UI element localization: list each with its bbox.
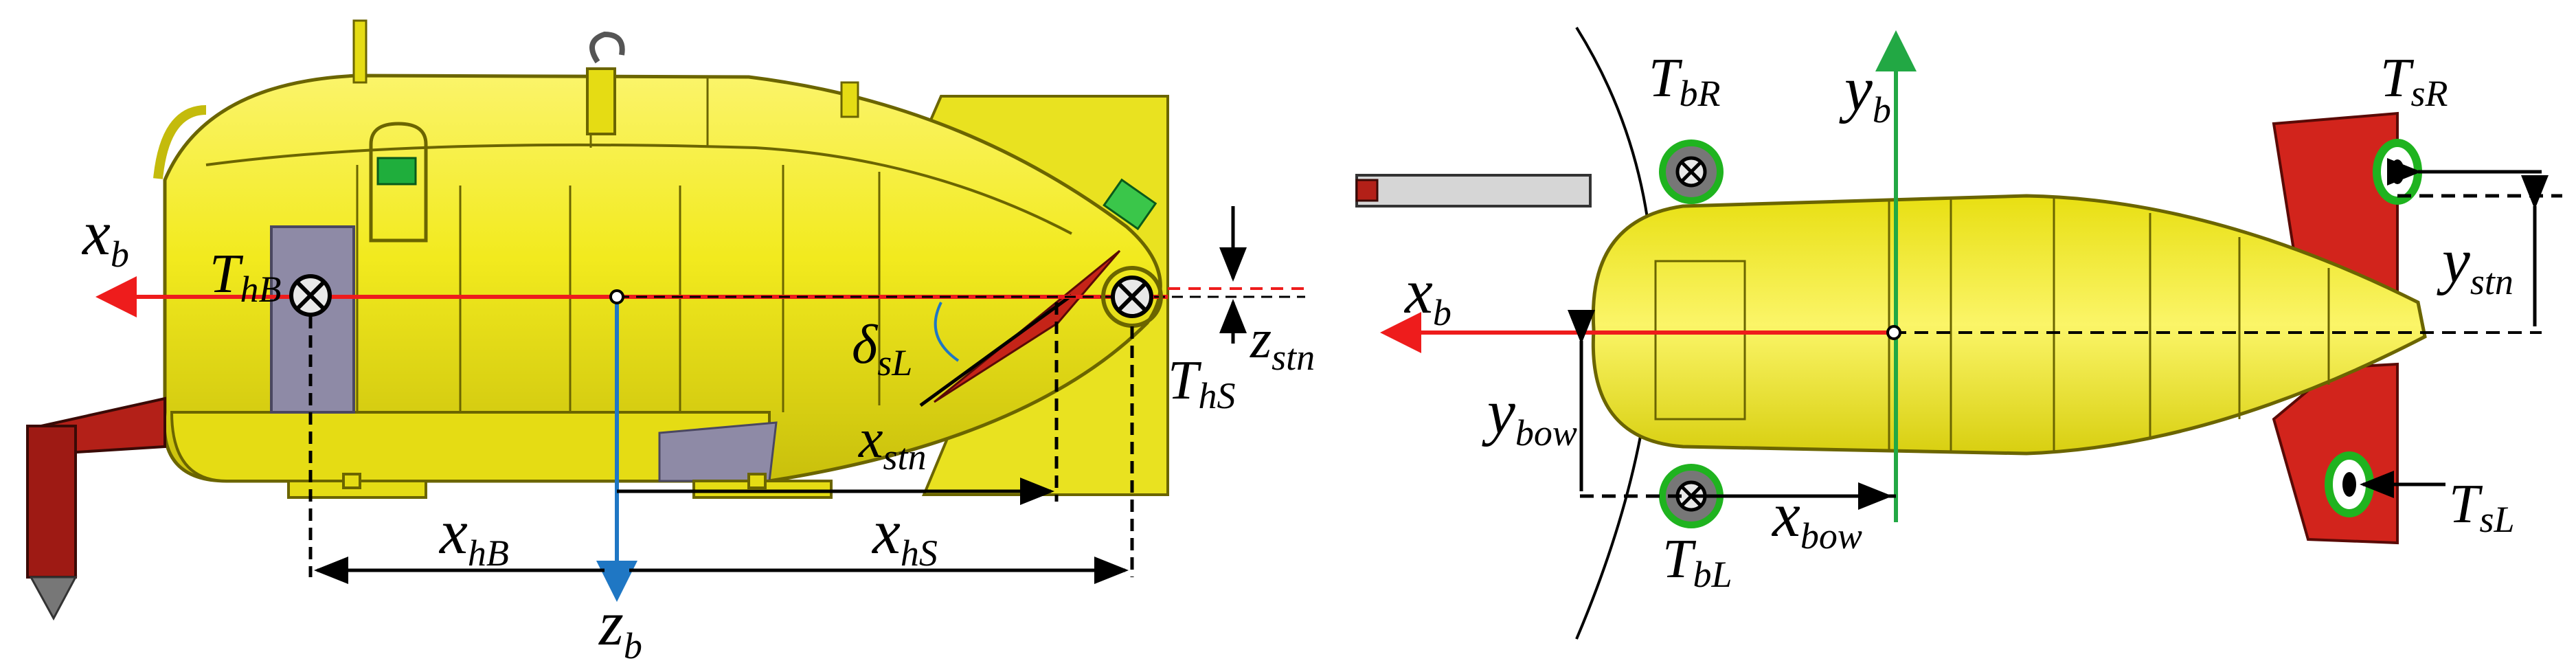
top-panel-lines [1654,198,2330,452]
crossed-circle-icon [2325,451,2374,517]
thruster-bow-label: ThB [210,244,282,310]
crossed-circle-icon [2373,139,2422,205]
y-stn-label: ystn [2437,225,2513,302]
side-view: xb ThB δsL xstn zstn ThS xhB xhS zb [26,19,1315,661]
stern-green-thruster [1103,178,1157,231]
z-stn-label: zstn [1250,309,1315,378]
hook-icon [586,31,625,135]
top-hull [1591,194,2427,456]
manipulator-arm [26,396,166,621]
y-bow-label: ybow [1482,377,1577,453]
top-y-axis-label: yb [1839,54,1891,131]
antenna-2 [840,81,859,118]
top-manipulator [1355,174,1592,208]
hatch [369,122,428,243]
y-stn-dimension [2397,175,2562,326]
crossed-circle-icon [1659,139,1724,204]
thruster-bl-label: TbL [1662,529,1732,595]
top-view: xb yb TbR TbL TsR TsL ystn ybow xbow [1355,26,2562,640]
battery-block-lower [658,421,778,482]
fin-angle-arc [934,302,960,362]
crossed-circle-icon [1101,266,1163,328]
x-hb-label: xhB [438,497,509,574]
x-stn-label: xstn [858,409,927,478]
deck-line [205,143,1072,235]
thruster-br-label: TbR [1649,48,1721,114]
x-stn-dimension [617,302,1059,505]
origin-dot-icon [609,289,624,304]
x-axis-label: xb [81,198,129,275]
origin-dot-icon [1886,325,1901,340]
fin-angle-line [919,293,1073,407]
x-bow-label: xbow [1771,480,1862,557]
fin-angle-label: δsL [852,315,912,383]
z-axis-label: zb [598,588,642,661]
side-keel [170,411,771,482]
battery-block [270,225,355,414]
antenna [352,19,368,84]
hatch-light [376,157,417,186]
bow-handle [153,105,207,179]
thruster-sr-label: TsR [2380,48,2448,114]
top-x-axis-label: xb [1403,256,1451,333]
thruster-dimensions [308,316,1134,584]
thruster-sl-label: TsL [2449,474,2515,540]
x-hs-label: xhS [871,497,938,574]
crossed-circle-icon [289,274,332,317]
thruster-stern-label: ThS [1168,350,1236,416]
